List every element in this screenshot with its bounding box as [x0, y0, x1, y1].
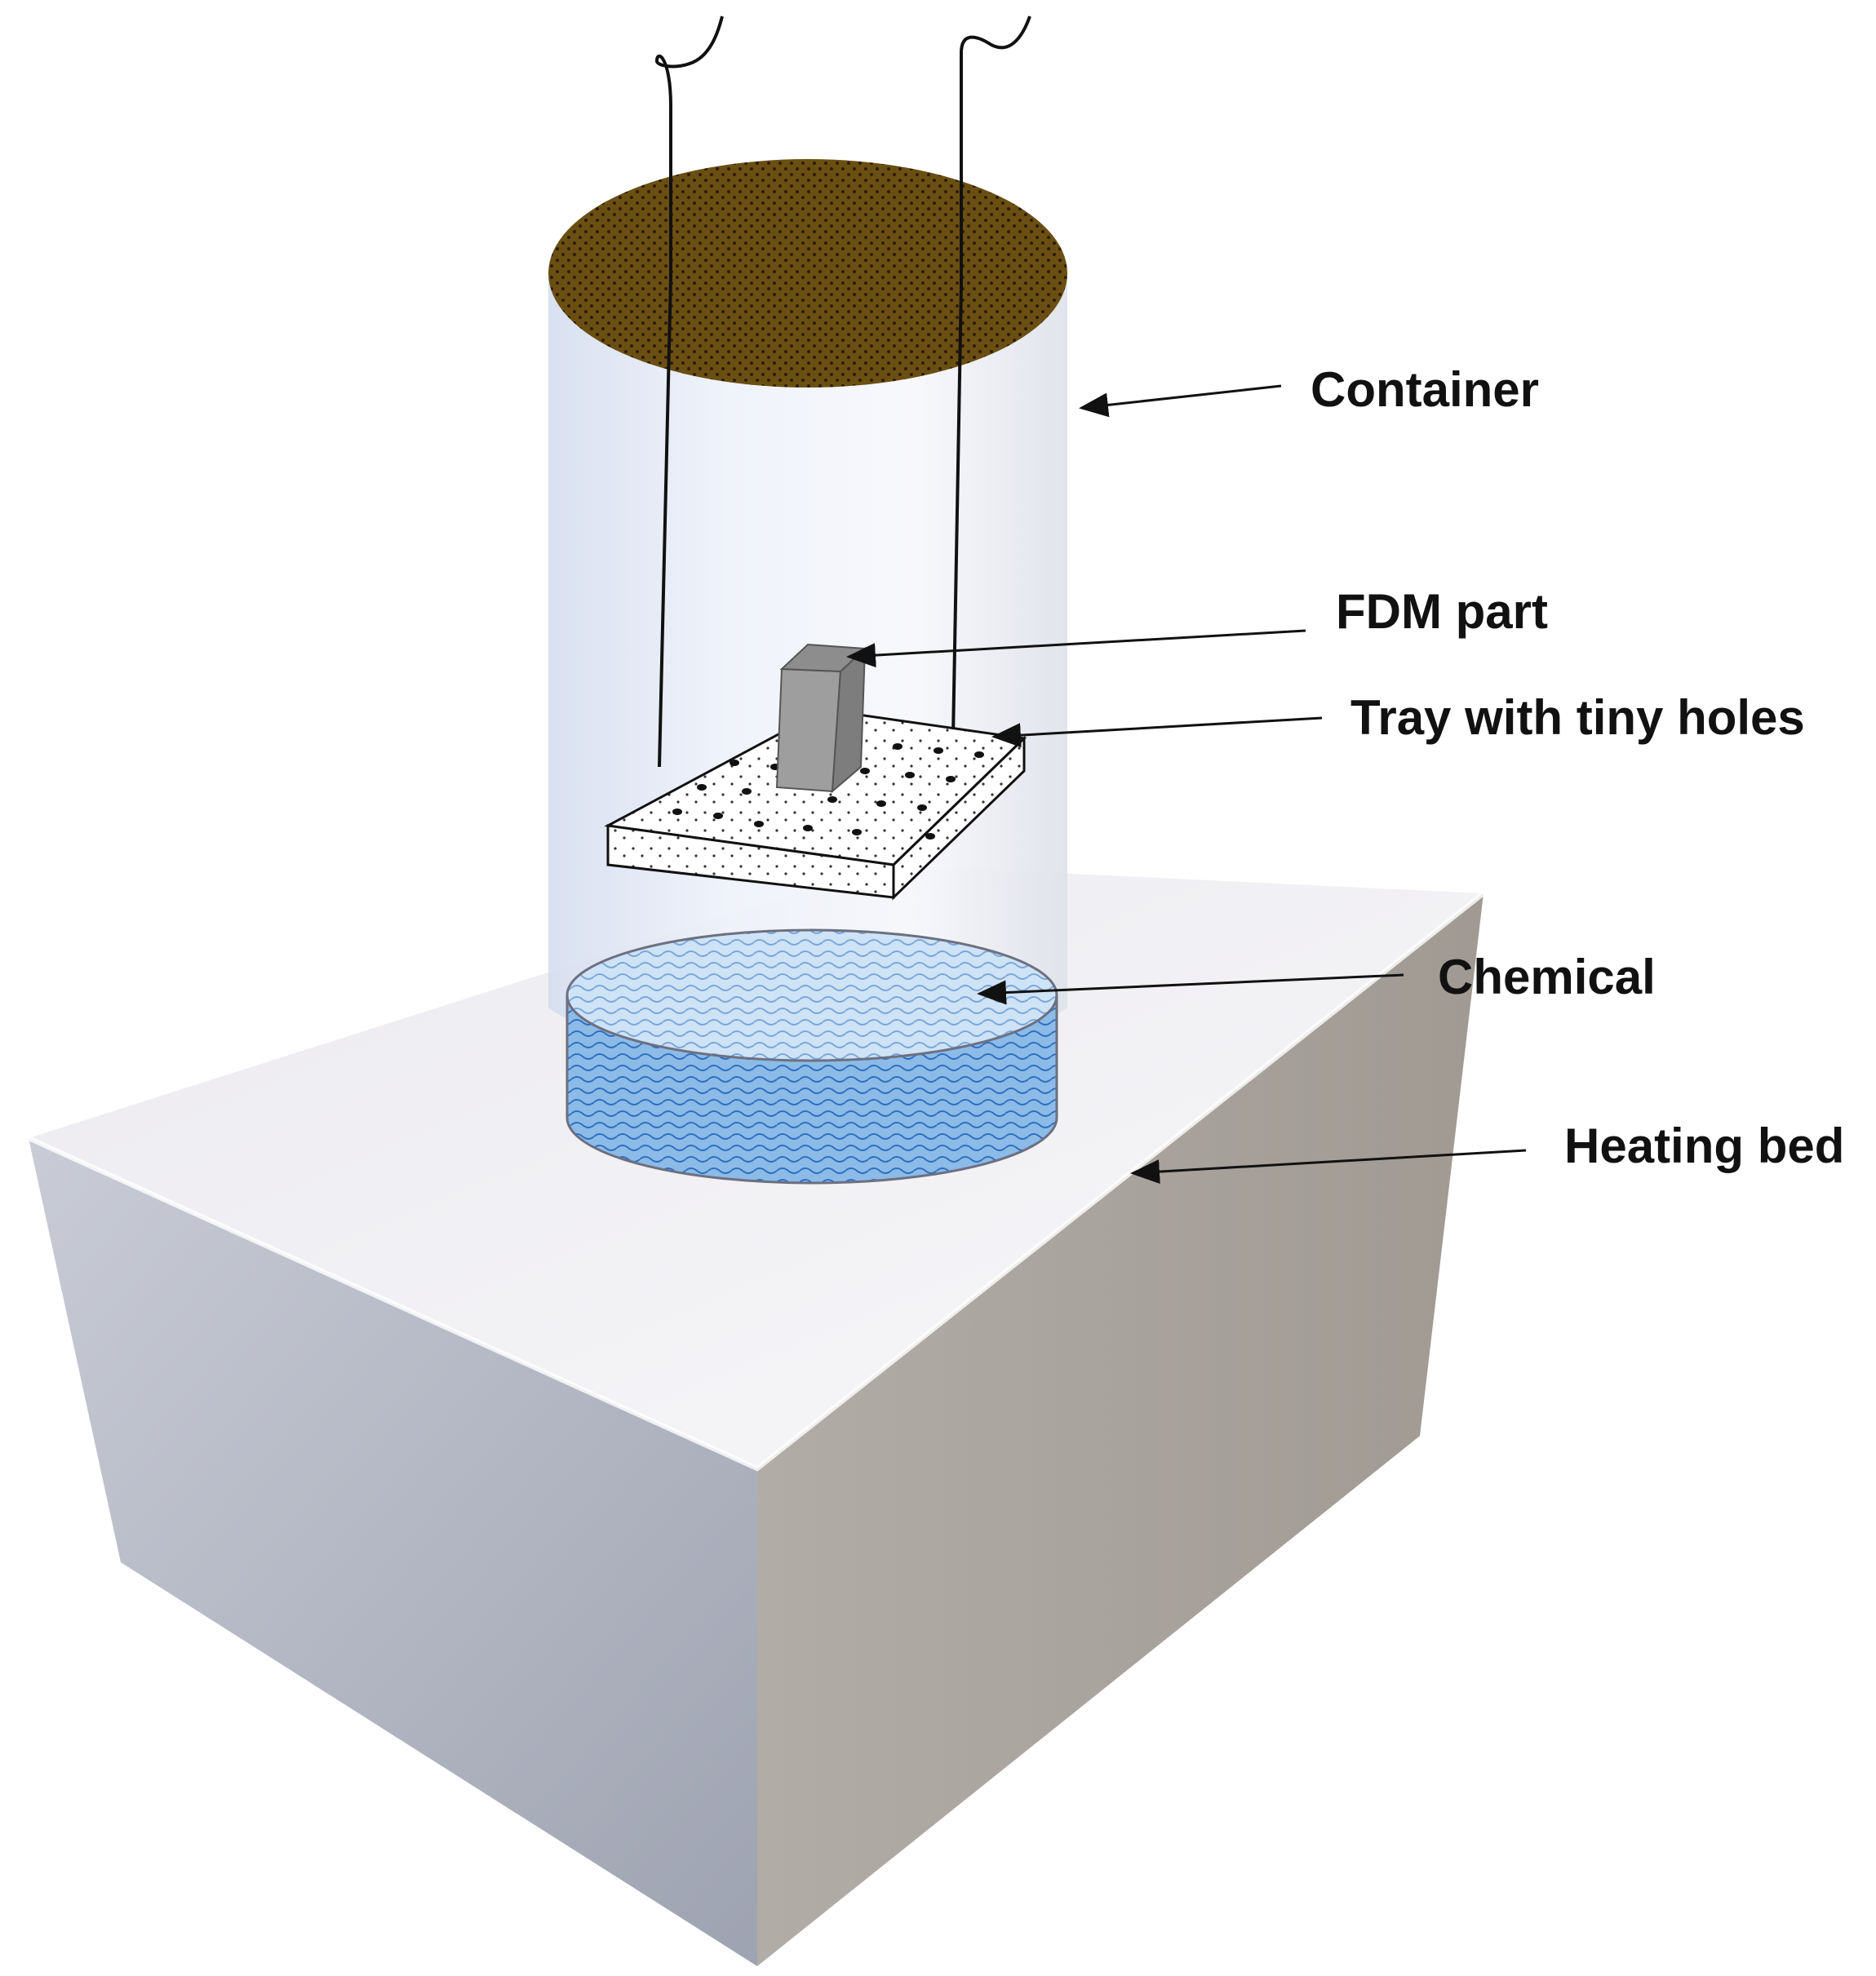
container-label: Container [1311, 362, 1539, 417]
tray-label: Tray with tiny holes [1350, 690, 1805, 745]
chemical-label: Chemical [1438, 950, 1656, 1004]
tray-side [892, 735, 1026, 901]
labels: Container FDM part Tray with tiny holes … [1311, 362, 1844, 1173]
heating-bed-side [757, 893, 1484, 1966]
chemical-arrow [977, 973, 1404, 1005]
chemical-surface [565, 928, 1058, 1062]
heating-bed-edge [27, 891, 1485, 1472]
heating-bed-label: Heating bed [1564, 1119, 1844, 1173]
tray-arrow [991, 716, 1323, 748]
heating-bed-arrow [1130, 1149, 1527, 1185]
container-lid [548, 159, 1067, 388]
left-wire [654, 16, 724, 768]
fdm-part-arrow [846, 629, 1306, 668]
chemical-dish [565, 928, 1058, 1185]
hanging-wires [654, 16, 1031, 768]
fdm-part [775, 643, 867, 794]
container [548, 159, 1067, 1051]
pointer-arrows [846, 384, 1527, 1185]
heating-bed-front [29, 1138, 757, 1966]
fdm-part-front [775, 667, 842, 793]
container-arrow [1079, 384, 1282, 418]
tray-holes [672, 735, 984, 840]
fdm-part-label: FDM part [1336, 584, 1548, 639]
right-wire [951, 16, 1031, 739]
